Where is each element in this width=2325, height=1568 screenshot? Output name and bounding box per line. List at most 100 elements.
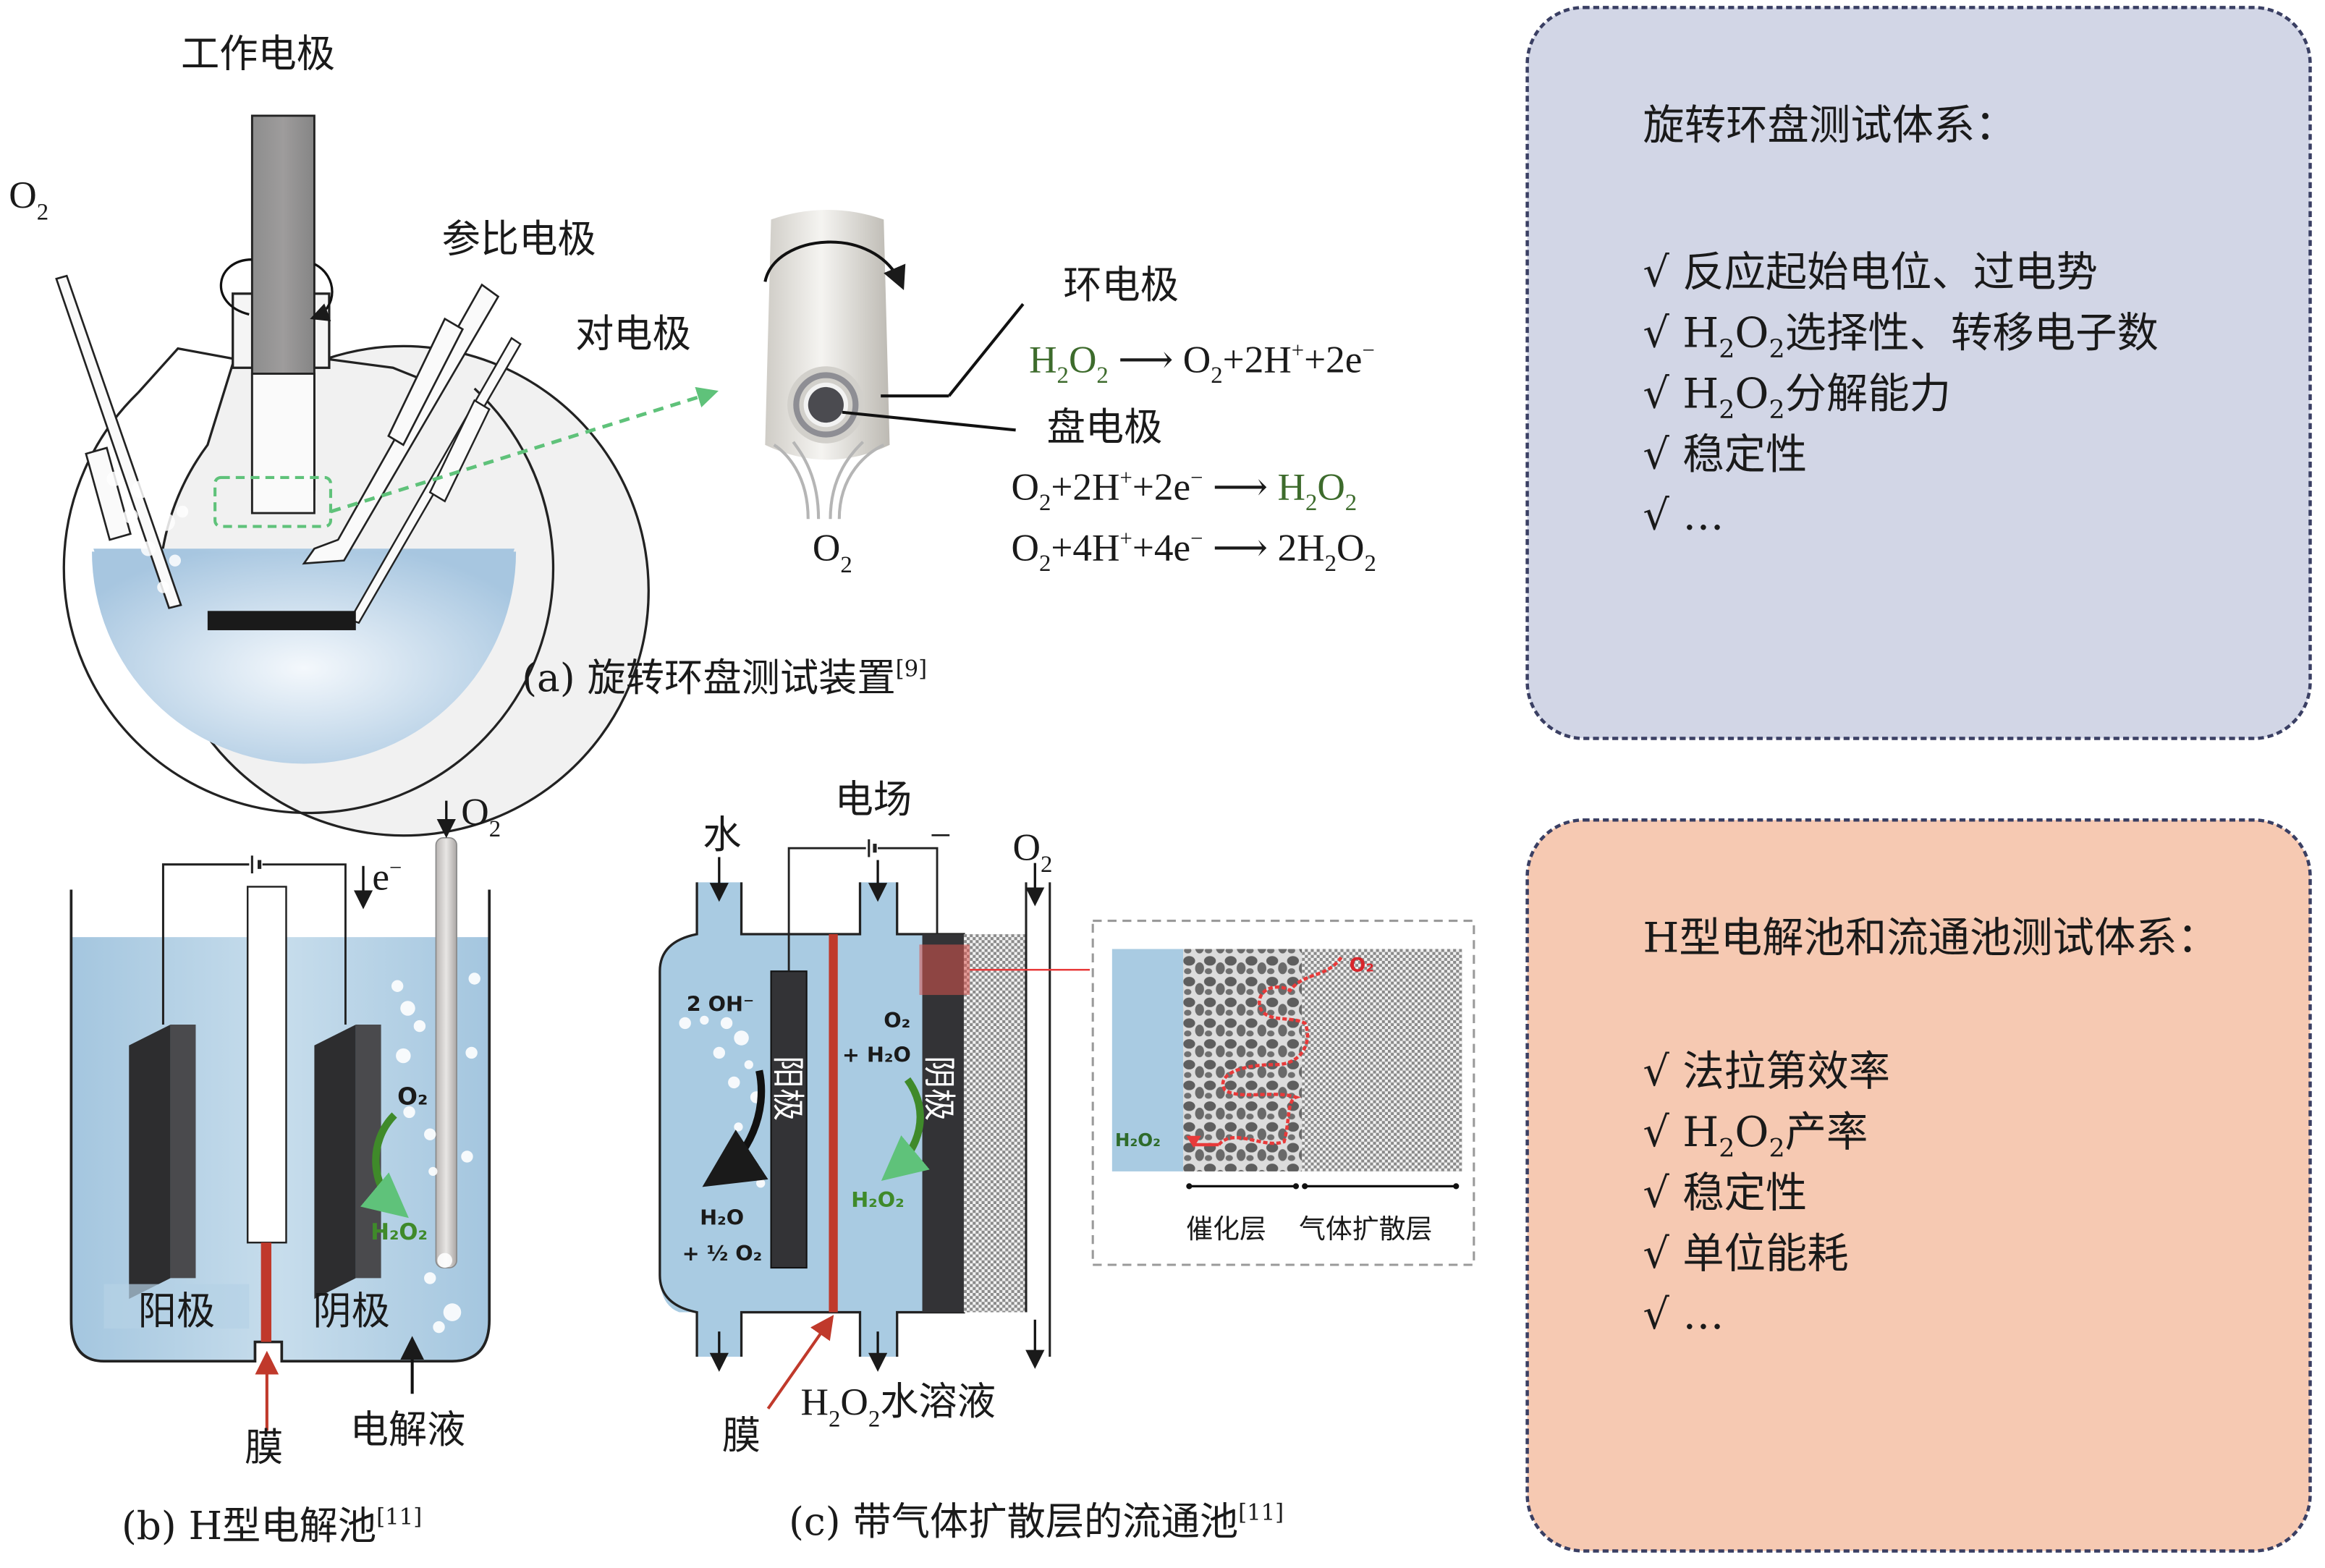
formula-part: 2 (1719, 335, 1735, 364)
metric-item: √ H2O2分解能力 (1643, 370, 1951, 425)
anode-plate (129, 1025, 171, 1300)
catalyst-layer-label: 催化层 (1186, 1213, 1266, 1245)
inset-h2o2-label: H₂O₂ (1115, 1130, 1161, 1150)
panel-a-caption: (a) 旋转环盘测试装置[9] (522, 656, 927, 700)
electron-label: e− (372, 855, 402, 898)
o2-inlet-label: O2 (9, 174, 48, 225)
equation-part: 2 (1305, 490, 1317, 516)
equation-part: 2 (1325, 551, 1337, 577)
metric-text: … (1682, 491, 1724, 540)
cathode-label: 阴极 (313, 1289, 390, 1334)
h2o2-solution-label: H2O2水溶液 (801, 1379, 996, 1432)
gde-inset: O₂ H₂O₂ 催化层 气体扩散层 (1091, 920, 1475, 1266)
separator-wall (246, 886, 287, 1244)
cathode-vertical-label: 阴极 (920, 1056, 959, 1121)
disk-2e-reaction-equation: O2+2H++2e− ⟶ H2O2 (1011, 465, 1357, 516)
equation-part: +4e (1132, 527, 1190, 569)
equation-part: 2 (1057, 363, 1069, 389)
disk-4e-reaction-equation: O2+4H++4e− ⟶ 2H2O2 (1011, 526, 1376, 577)
equation-part: 2 (1039, 490, 1051, 516)
o2-inlet-tube (55, 274, 182, 609)
anode-label-bg (103, 1284, 250, 1329)
flask-outline (62, 387, 555, 815)
equation-part: ⟶ (1203, 466, 1277, 509)
rrde-metrics-box: 旋转环盘测试体系： √ 反应起始电位、过电势√ H2O2选择性、转移电子数√ H… (1525, 6, 2312, 740)
formula-part: 2 (1769, 1134, 1784, 1163)
cathode-product-h2o2: H₂O₂ (851, 1187, 905, 1212)
membrane (261, 1242, 271, 1342)
metric-item: √ 稳定性 (1643, 1169, 1807, 1217)
arrowhead-icon (1186, 1135, 1201, 1148)
equation-part: − (1190, 526, 1203, 551)
metric-text: … (1682, 1290, 1724, 1339)
equation-part: H (1029, 338, 1056, 381)
equation-part: 2 (1211, 363, 1222, 389)
rrde-rotation-arrow-icon (763, 240, 906, 291)
check-mark-icon: √ (1643, 1169, 1682, 1217)
metric-item: √ H2O2产率 (1643, 1108, 1868, 1163)
water-inlet-label: 水 (703, 813, 741, 857)
box-background (1525, 6, 2312, 740)
gas-diffusion-layer-label: 气体扩散层 (1299, 1213, 1432, 1245)
box-background (1525, 818, 2312, 1553)
metric-text: 分解能力 (1785, 370, 1951, 418)
check-mark-icon: √ (1643, 1229, 1682, 1278)
equation-part: +4H (1051, 527, 1119, 569)
formula-part: O (1735, 309, 1769, 357)
o2-flow-label: O2 (813, 527, 852, 578)
hcell-metrics-list: √ 法拉第效率√ H2O2产率√ 稳定性√ 单位能耗√ … (1643, 1047, 1890, 1339)
flask-liquid-bottom (92, 551, 517, 764)
metric-item: √ … (1643, 491, 1724, 540)
flow-cell-outline (658, 882, 965, 1357)
hcell-metrics-box: H型电解池和流通池测试体系： √ 法拉第效率√ H2O2产率√ 稳定性√ 单位能… (1525, 818, 2312, 1553)
panel-b-h-cell: e− O2 O₂ H₂O₂ 阳极 阴极 膜 电解液 (b) H型电解池[11] (69, 790, 501, 1548)
o2-bubbles (391, 972, 480, 1334)
equation-part: +2H (1051, 466, 1119, 509)
o2-bubbles (106, 468, 189, 593)
equation-part: 2 (1039, 551, 1051, 577)
equation-part: +2H (1223, 338, 1292, 381)
equation-part: + (1119, 526, 1132, 551)
equation-part: ⟶ (1109, 338, 1183, 381)
formula-part: H (1682, 370, 1719, 418)
metric-text: 稳定性 (1682, 431, 1807, 479)
o2-flow-lines (773, 441, 885, 520)
flask (62, 292, 650, 837)
cathode-reactant-o2: O₂ (884, 1008, 910, 1033)
inset-catalyst-layer (1183, 949, 1303, 1171)
anode-product-oxygen: + ½ O₂ (682, 1241, 763, 1266)
reference-electrode-label: 参比电极 (442, 216, 596, 261)
disk-pointer (842, 410, 1016, 432)
formula-part: O (1735, 370, 1769, 418)
o2-diffusion-path (1217, 955, 1344, 1146)
metric-text: 选择性、转移电子数 (1785, 309, 2159, 357)
membrane (829, 934, 838, 1313)
equation-part: − (1190, 465, 1203, 490)
external-circuit-wire (787, 847, 939, 972)
highlight-region (213, 475, 332, 528)
check-mark-icon: √ (1643, 309, 1682, 357)
equation-part: + (1292, 338, 1304, 363)
o2-inlet-tube-sleeve (85, 446, 132, 541)
hcell-box-title: H型电解池和流通池测试体系： (1643, 914, 2219, 962)
rrde-tip (763, 210, 906, 520)
ring-electrode-label: 环电极 (1063, 263, 1179, 308)
cathode-electrode (922, 934, 964, 1313)
panel-b-caption: (b) H型电解池[11] (122, 1504, 422, 1548)
disk-electrode (808, 386, 844, 423)
check-mark-icon: √ (1643, 491, 1682, 540)
working-electrode-tip (250, 373, 315, 514)
equation-part: O (1337, 527, 1364, 569)
metric-item: √ 稳定性 (1643, 431, 1807, 479)
o2-reactant-label: O₂ (397, 1083, 428, 1111)
anode-reaction-arrow-icon (702, 1069, 768, 1187)
metric-item: √ H2O2选择性、转移电子数 (1643, 309, 2158, 364)
rotation-arrow-icon (219, 258, 334, 318)
formula-part: 2 (1769, 396, 1784, 425)
membrane-label: 膜 (722, 1413, 761, 1458)
equation-part: O (1183, 338, 1211, 381)
formula-part: 2 (1769, 335, 1784, 364)
equation-part: 2 (1364, 551, 1376, 577)
